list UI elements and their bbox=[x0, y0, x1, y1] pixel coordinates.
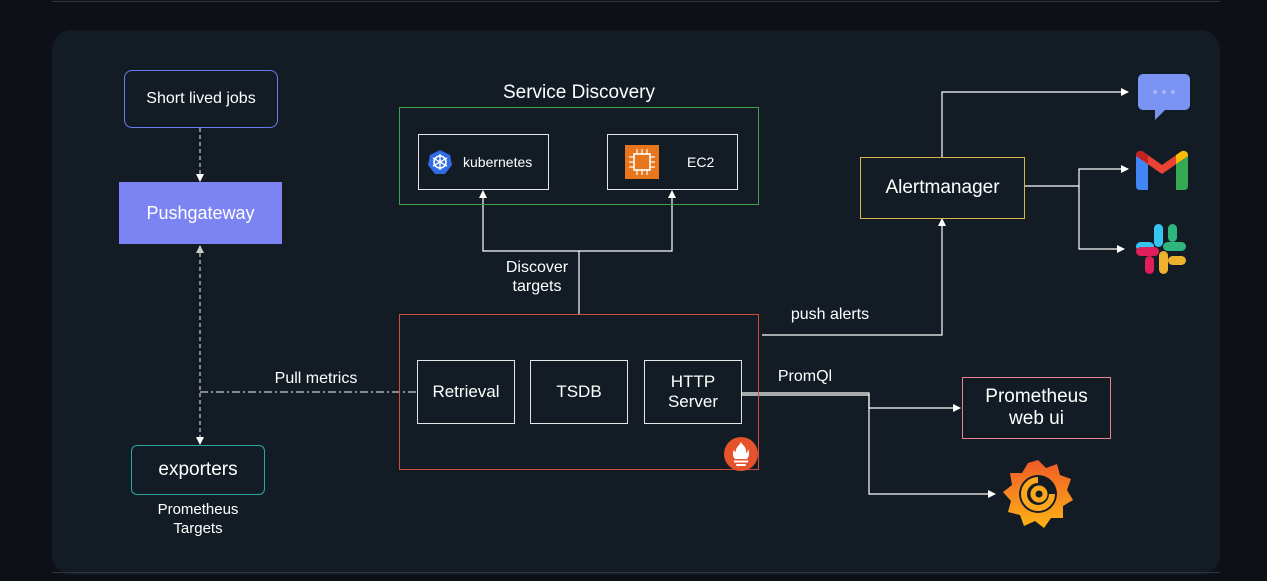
top-divider bbox=[52, 1, 1220, 2]
kubernetes-label: kubernetes bbox=[463, 154, 533, 170]
alert-to-slack-edge bbox=[1078, 186, 1125, 253]
slack-icon bbox=[1136, 224, 1186, 274]
prometheus-web-ui-node: Prometheus web ui bbox=[962, 377, 1111, 439]
kubernetes-node: kubernetes bbox=[418, 134, 549, 190]
alertmanager-label: Alertmanager bbox=[885, 177, 1000, 198]
prometheus-flame-icon bbox=[724, 437, 758, 471]
alert-to-gmail-edge bbox=[1025, 165, 1129, 187]
ec2-label: EC2 bbox=[687, 154, 715, 170]
discover-ec2-edge bbox=[579, 190, 676, 252]
discover-targets-label: Discover targets bbox=[505, 259, 569, 295]
pushgateway-node: Pushgateway bbox=[119, 182, 282, 244]
push-alerts-edge bbox=[762, 218, 946, 336]
retrieval-node: Retrieval bbox=[417, 360, 515, 424]
discover-targets-edge bbox=[479, 190, 580, 314]
short-lived-jobs-node: Short lived jobs bbox=[124, 70, 278, 128]
pull-metrics-label: Pull metrics bbox=[274, 370, 358, 387]
push-alerts-label: push alerts bbox=[790, 306, 870, 323]
gmail-icon bbox=[1136, 150, 1188, 190]
bottom-divider bbox=[52, 572, 1220, 573]
exporters-label: exporters bbox=[158, 459, 238, 480]
prometheus-server-group bbox=[399, 314, 759, 470]
tsdb-label: TSDB bbox=[556, 382, 602, 401]
http-server-node: HTTP Server bbox=[644, 360, 742, 424]
alertmanager-node: Alertmanager bbox=[860, 157, 1025, 219]
service-discovery-group bbox=[399, 107, 759, 205]
short-lived-jobs-label: Short lived jobs bbox=[146, 90, 256, 107]
prometheus-targets-label: Prometheus Targets bbox=[157, 501, 239, 537]
promql-grafana-edge bbox=[742, 394, 996, 498]
tsdb-node: TSDB bbox=[530, 360, 628, 424]
promql-label: PromQl bbox=[777, 368, 833, 385]
retrieval-label: Retrieval bbox=[432, 382, 500, 401]
ec2-chip-icon bbox=[625, 145, 659, 179]
service-discovery-title: Service Discovery bbox=[502, 82, 656, 103]
exporters-node: exporters bbox=[131, 445, 265, 495]
google-chat-icon bbox=[1138, 74, 1190, 120]
alert-to-chat-edge bbox=[941, 88, 1129, 157]
ec2-node: EC2 bbox=[607, 134, 738, 190]
pushgateway-label: Pushgateway bbox=[146, 202, 255, 223]
grafana-icon bbox=[1003, 460, 1073, 528]
kubernetes-icon bbox=[428, 150, 452, 174]
